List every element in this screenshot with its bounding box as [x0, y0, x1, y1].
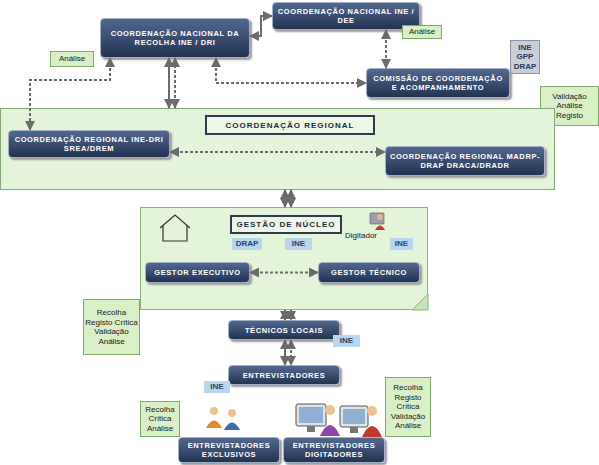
node-text: TÉCNICOS LOCAIS [245, 326, 323, 335]
connector-line [250, 16, 272, 36]
node-text: INE [292, 239, 305, 249]
monitor-symbol [296, 404, 326, 426]
node-text: INE [395, 239, 408, 249]
node-text: Recolha Registo Crítica Validação Anális… [387, 383, 429, 431]
person-body [224, 423, 240, 431]
connector-line [250, 272, 318, 274]
node-text: COORDENAÇÃO NACIONAL DA RECOLHA INE / DR… [104, 29, 246, 47]
tag-box: INE [285, 238, 312, 250]
tag-box: DRAP [232, 238, 262, 250]
node-text: COMISSÃO DE COORDENAÇÃO E ACOMPANHAMENTO [370, 74, 506, 92]
digitador-icon [370, 213, 385, 230]
connector-line [284, 340, 286, 365]
person-body [362, 426, 382, 437]
node-text: INE GPP DRAP [511, 43, 539, 72]
process-box: COORDENAÇÃO NACIONAL INE / DEE [272, 2, 420, 30]
process-box: GESTOR TÉCNICO [318, 262, 420, 283]
icon-label: Digitador [345, 231, 377, 240]
process-box: GESTOR EXECUTIVO [145, 262, 250, 283]
monitor-symbol [340, 406, 368, 427]
process-box: COMISSÃO DE COORDENAÇÃO E ACOMPANHAMENTO [366, 68, 510, 98]
person-body [375, 226, 385, 231]
node-text: COORDENAÇÃO REGIONAL MADRP-DRAP DRACA/DR… [389, 152, 541, 170]
node-text: COORDENAÇÃO NACIONAL INE / DEE [276, 7, 416, 25]
node-text: Recolha Registo Crítica Validação Anális… [85, 308, 138, 346]
connector [250, 16, 272, 36]
person-body [206, 421, 222, 429]
process-box: TÉCNICOS LOCAIS [228, 320, 340, 340]
note-box: Recolha Registo Crítica Validação Anális… [83, 299, 140, 355]
monitor-stand [350, 427, 358, 433]
connector-line [290, 340, 292, 365]
connector-line [284, 190, 286, 207]
node-text: COORDENAÇÃO REGIONAL INE-DRI SREA/DREM [12, 135, 166, 153]
person-head [325, 405, 335, 415]
note-box: Análise [50, 51, 94, 67]
connector-line [385, 30, 387, 68]
connector-line [170, 151, 385, 153]
person-head [210, 407, 218, 415]
node-text: Análise [59, 54, 85, 64]
house-icon [160, 215, 190, 241]
folded-corner [412, 294, 428, 310]
regional-band: COORDENAÇÃO REGIONAL COORDENAÇÃO REGIONAL… [0, 108, 555, 190]
connector-line [290, 190, 292, 207]
connector [169, 58, 175, 108]
person-body [320, 425, 340, 436]
computers-icon [296, 404, 382, 437]
connector [30, 58, 110, 130]
node-text: INE [340, 336, 353, 346]
connector-line [284, 310, 286, 320]
connector [285, 310, 291, 320]
connector [386, 30, 387, 68]
connector-line [174, 58, 176, 108]
node-text: Análise [409, 27, 435, 37]
node-text: GESTOR EXECUTIVO [154, 268, 241, 277]
node-text: INE [210, 382, 223, 392]
note-box: Recolha Registo Crítica Validação Anális… [385, 377, 431, 437]
person-head [377, 214, 383, 220]
process-box: ENTREVISTADORES EXCLUSIVOS [178, 437, 280, 463]
process-box: COORDENAÇÃO REGIONAL INE-DRI SREA/DREM [8, 130, 170, 158]
node-text: Recolha Crítica Análise [142, 405, 178, 434]
node-text: ENTREVISTADORES DIGITADORES [287, 441, 381, 459]
process-box: ENTREVISTADORES DIGITADORES [283, 437, 385, 463]
connector-line [168, 58, 170, 108]
connector-line [30, 58, 110, 130]
node-text: ENTREVISTADORES EXCLUSIVOS [182, 441, 276, 459]
node-text: GESTOR TÉCNICO [331, 268, 407, 277]
tag-box: INE [333, 335, 360, 347]
person-head [367, 406, 377, 416]
connector-line [216, 58, 366, 83]
connector [170, 152, 385, 153]
monitor-stand [307, 426, 315, 432]
heading-box: GESTÃO DE NÚCLEO [230, 215, 342, 234]
monitor-symbol [370, 213, 384, 224]
node-text: DRAP [236, 239, 259, 249]
connector [250, 272, 318, 273]
note-box: Recolha Crítica Análise [140, 401, 180, 437]
screen-symbol [299, 407, 323, 423]
person-head [228, 409, 236, 417]
connector [285, 190, 291, 207]
connector [216, 58, 366, 83]
interviewers-icon [206, 407, 240, 430]
node-text: ENTREVISTADORES [243, 371, 326, 380]
connector [285, 340, 291, 365]
process-box: COORDENAÇÃO NACIONAL DA RECOLHA INE / DR… [100, 18, 250, 58]
screen-symbol [343, 409, 365, 424]
tag-box: INE [390, 238, 413, 250]
note-box: Análise [402, 25, 442, 39]
heading-box: COORDENAÇÃO REGIONAL [205, 115, 375, 135]
tag-box: INE [204, 381, 230, 393]
member-box: INE GPP DRAP [510, 40, 540, 74]
connector-line [290, 310, 292, 320]
process-box: COORDENAÇÃO REGIONAL MADRP-DRAP DRACA/DR… [385, 146, 545, 176]
process-box: ENTREVISTADORES [228, 365, 340, 385]
